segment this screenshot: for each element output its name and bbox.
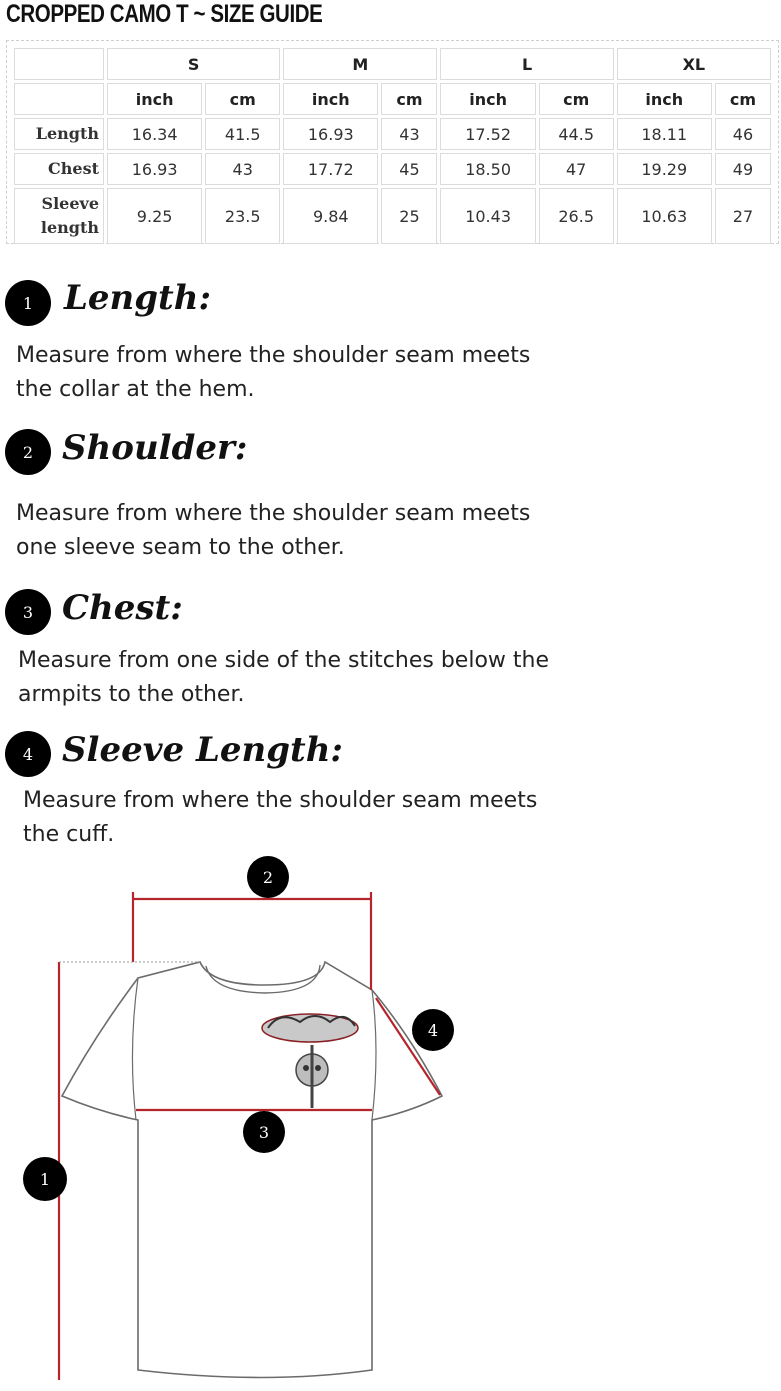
number-badge-3: 3 <box>5 589 51 635</box>
row-label-chest: Chest <box>14 153 104 185</box>
table-cell: 23.5 <box>205 188 281 244</box>
unit-header-row: inch cm inch cm inch cm inch cm <box>14 83 771 115</box>
unit-header: cm <box>714 83 771 115</box>
marker-2: 2 <box>247 856 289 898</box>
table-cell: 19.29 <box>616 153 712 185</box>
number-badge-4: 4 <box>5 731 51 777</box>
table-row-chest: Chest 16.93 43 17.72 45 18.50 47 19.29 4… <box>14 153 771 185</box>
table-cell: 49 <box>714 153 771 185</box>
marker-3: 3 <box>243 1111 285 1153</box>
section-title-shoulder: Shoulder: <box>62 428 248 468</box>
tshirt-collar <box>205 964 321 994</box>
size-header-row: S M L XL <box>14 48 771 80</box>
marker-1: 1 <box>23 1157 67 1201</box>
section-chest: 3 Chest: Measure from one side of the st… <box>0 588 781 708</box>
marker-4: 4 <box>412 1009 454 1051</box>
table-cell: 10.63 <box>616 188 712 244</box>
marker-3-label: 3 <box>259 1123 269 1142</box>
section-title-length: Length: <box>64 278 212 318</box>
row-label-line: length <box>40 218 99 237</box>
table-cell: 9.25 <box>107 188 203 244</box>
text-line: Measure from one side of the stitches be… <box>18 648 549 673</box>
text-line: one sleeve seam to the other. <box>16 535 345 560</box>
section-shoulder: 2 Shoulder: Measure from where the shoul… <box>0 428 781 568</box>
table-cell: 45 <box>381 153 438 185</box>
table-row-length: Length 16.34 41.5 16.93 43 17.52 44.5 18… <box>14 118 771 150</box>
marker-4-label: 4 <box>428 1021 438 1040</box>
size-header-s: S <box>107 48 281 80</box>
marker-1-label: 1 <box>40 1170 50 1189</box>
table-cell: 10.43 <box>440 188 536 244</box>
table-cell: 41.5 <box>205 118 281 150</box>
empty-corner-cell <box>14 48 104 80</box>
table-cell: 18.50 <box>440 153 536 185</box>
tshirt-measurement-diagram: 2 4 3 1 <box>0 850 781 1387</box>
table-cell: 16.93 <box>283 118 379 150</box>
table-cell: 26.5 <box>538 188 614 244</box>
section-length: 1 Length: Measure from where the shoulde… <box>0 278 781 408</box>
unit-header: inch <box>107 83 203 115</box>
row-label-line: Sleeve <box>41 194 99 213</box>
table-cell: 17.52 <box>440 118 536 150</box>
page-title: CROPPED CAMO T ~ SIZE GUIDE <box>6 0 323 28</box>
section-title-chest: Chest: <box>62 588 183 628</box>
sleeve-measure-line <box>375 997 441 1096</box>
size-header-m: M <box>283 48 438 80</box>
unit-header: cm <box>381 83 438 115</box>
table-cell: 47 <box>538 153 614 185</box>
section-text-sleeve-length: Measure from where the shoulder seam mee… <box>23 784 603 852</box>
row-label-sleeve-length: Sleeve length <box>14 188 104 244</box>
text-line: armpits to the other. <box>18 682 245 707</box>
size-header-l: L <box>440 48 614 80</box>
table-cell: 25 <box>381 188 438 244</box>
shirt-graphic <box>261 1013 359 1108</box>
section-text-chest: Measure from one side of the stitches be… <box>18 644 598 712</box>
table-cell: 16.34 <box>107 118 203 150</box>
table-cell: 9.84 <box>283 188 379 244</box>
number-badge-1: 1 <box>5 280 51 326</box>
text-line: the cuff. <box>23 822 115 847</box>
table-cell: 43 <box>205 153 281 185</box>
unit-header: inch <box>440 83 536 115</box>
marker-2-label: 2 <box>263 868 273 887</box>
table-cell: 27 <box>714 188 771 244</box>
unit-header: inch <box>283 83 379 115</box>
section-sleeve-length: 4 Sleeve Length: Measure from where the … <box>0 730 781 850</box>
section-text-length: Measure from where the shoulder seam mee… <box>16 339 596 407</box>
number-badge-2: 2 <box>5 429 51 475</box>
text-line: Measure from where the shoulder seam mee… <box>16 501 531 526</box>
text-line: the collar at the hem. <box>16 377 255 402</box>
unit-header: cm <box>538 83 614 115</box>
table-cell: 44.5 <box>538 118 614 150</box>
tshirt-diagram-svg: 2 4 3 1 <box>23 856 454 1380</box>
unit-header: cm <box>205 83 281 115</box>
empty-corner-cell <box>14 83 104 115</box>
size-table-container: S M L XL inch cm inch cm inch cm inch cm… <box>6 40 779 244</box>
size-header-xl: XL <box>616 48 771 80</box>
section-text-shoulder: Measure from where the shoulder seam mee… <box>16 497 596 565</box>
size-table: S M L XL inch cm inch cm inch cm inch cm… <box>11 45 774 247</box>
unit-header: inch <box>616 83 712 115</box>
row-label-length: Length <box>14 118 104 150</box>
table-cell: 43 <box>381 118 438 150</box>
text-line: Measure from where the shoulder seam mee… <box>16 343 531 368</box>
tshirt-outline <box>60 960 444 1379</box>
text-line: Measure from where the shoulder seam mee… <box>23 788 538 813</box>
right-sleeve-seam <box>371 989 377 1121</box>
table-cell: 46 <box>714 118 771 150</box>
section-title-sleeve-length: Sleeve Length: <box>62 730 343 770</box>
table-cell: 17.72 <box>283 153 379 185</box>
left-sleeve-seam <box>131 977 139 1121</box>
table-cell: 18.11 <box>616 118 712 150</box>
table-cell: 16.93 <box>107 153 203 185</box>
table-row-sleeve-length: Sleeve length 9.25 23.5 9.84 25 10.43 26.… <box>14 188 771 244</box>
